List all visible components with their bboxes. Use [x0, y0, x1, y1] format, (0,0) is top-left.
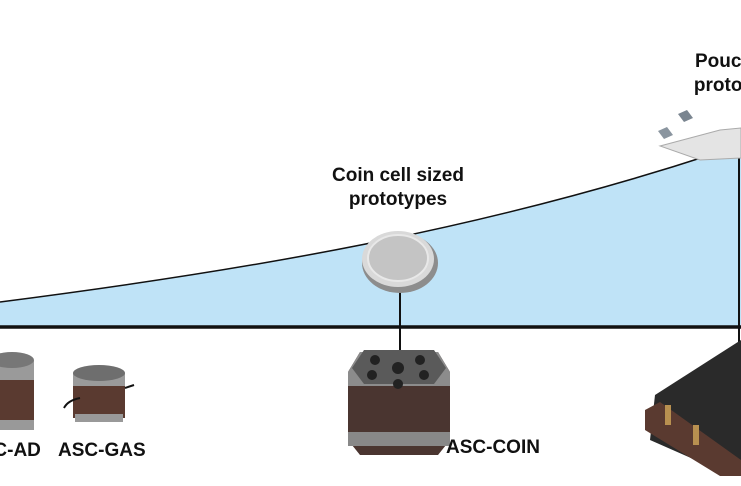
pouch-cell-holder-image	[645, 340, 741, 476]
pouch-cell-title-line2: prototypes	[693, 75, 741, 96]
coin-cell-title-line1: Coin cell sized	[332, 165, 464, 186]
pouch-cell-image	[658, 110, 741, 161]
asc-ad-device-image	[0, 352, 34, 430]
asc-coin-label: ASC-COIN	[446, 437, 540, 458]
pouch-cell-title: Pouch-cell prototypes	[648, 50, 741, 98]
asc-gas-device-image	[63, 365, 135, 422]
asc-ad-label: ASC-AD	[0, 440, 41, 461]
coin-cell-title-line2: prototypes	[348, 189, 448, 210]
asc-coin-device-image	[348, 350, 450, 455]
growth-curve	[0, 154, 711, 303]
coin-cell-title: Coin cell sized prototypes	[300, 164, 496, 212]
coin-cell-image	[362, 231, 438, 293]
asc-gas-label: ASC-GAS	[58, 440, 146, 461]
growth-area	[0, 155, 741, 327]
pouch-cell-title-line1: Pouch-cell	[694, 51, 741, 72]
